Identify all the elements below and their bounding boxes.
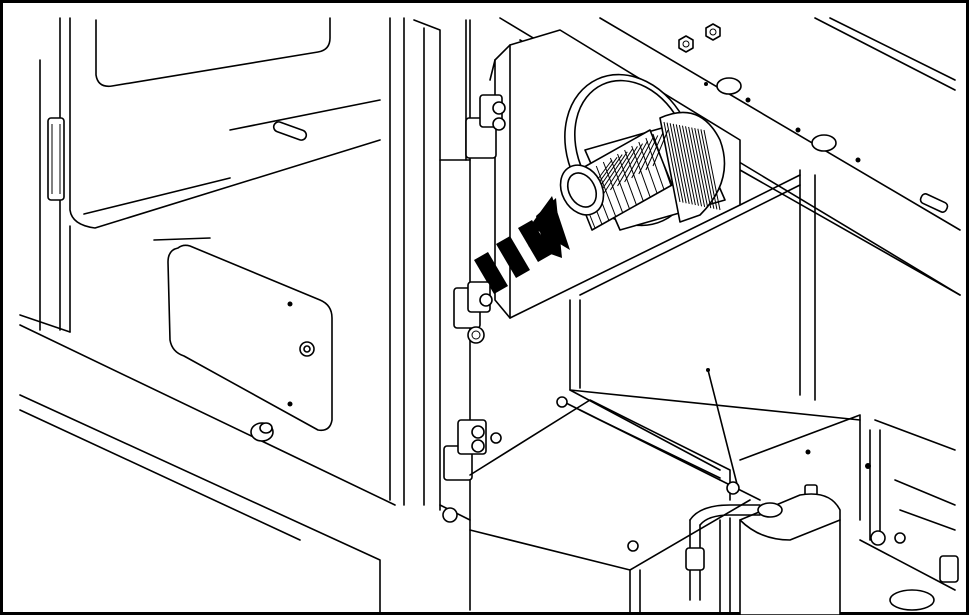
filter-pleat-line <box>672 123 690 204</box>
bottom-right-fittings <box>889 479 959 611</box>
air-filter-element <box>559 111 726 231</box>
filter-mesh-line <box>595 165 617 217</box>
mounting-bracket-middle <box>453 281 493 344</box>
filter-mesh-line <box>602 161 624 213</box>
coolant-reservoir <box>685 493 841 615</box>
filter-pleat-line <box>703 129 721 211</box>
filter-mesh-line <box>610 146 638 191</box>
filter-mesh-line <box>652 129 669 167</box>
filter-pleat-line <box>688 126 706 208</box>
filter-mesh-line <box>645 132 664 171</box>
filter-pleat-line <box>685 126 703 207</box>
filter-mesh-line <box>638 141 658 194</box>
filter-mesh-line <box>617 153 637 206</box>
filter-mesh-line <box>631 137 654 179</box>
filter-pleat-line <box>663 121 681 203</box>
mounting-bracket-upper <box>465 94 506 159</box>
mounting-bracket-lower <box>442 419 487 523</box>
lower-compartment <box>469 368 956 615</box>
filter-mesh-line <box>638 135 659 175</box>
filter-mesh-line <box>645 137 665 190</box>
filter-pleat-line <box>681 125 699 206</box>
cab-door <box>19 17 405 506</box>
filter-pleat-line <box>697 128 715 209</box>
door-hinge <box>47 117 65 201</box>
filter-pleat-line <box>700 129 718 210</box>
filter-pleat-line <box>678 124 696 206</box>
filter-mesh-line <box>609 157 631 210</box>
filter-pleat-line <box>691 127 709 208</box>
filter-mesh-line <box>624 149 644 202</box>
filter-pleat-line <box>666 122 684 203</box>
filter-mesh-line <box>652 133 672 187</box>
filter-mesh-line <box>624 140 649 183</box>
filter-mesh-line <box>631 145 651 198</box>
removal-direction-arrow <box>474 196 570 294</box>
filter-pleat-line <box>694 128 712 209</box>
access-cover-plate <box>153 237 333 432</box>
filter-pleat-line <box>669 123 687 204</box>
filter-pleat-line <box>675 124 693 205</box>
latch-knob <box>250 422 274 442</box>
